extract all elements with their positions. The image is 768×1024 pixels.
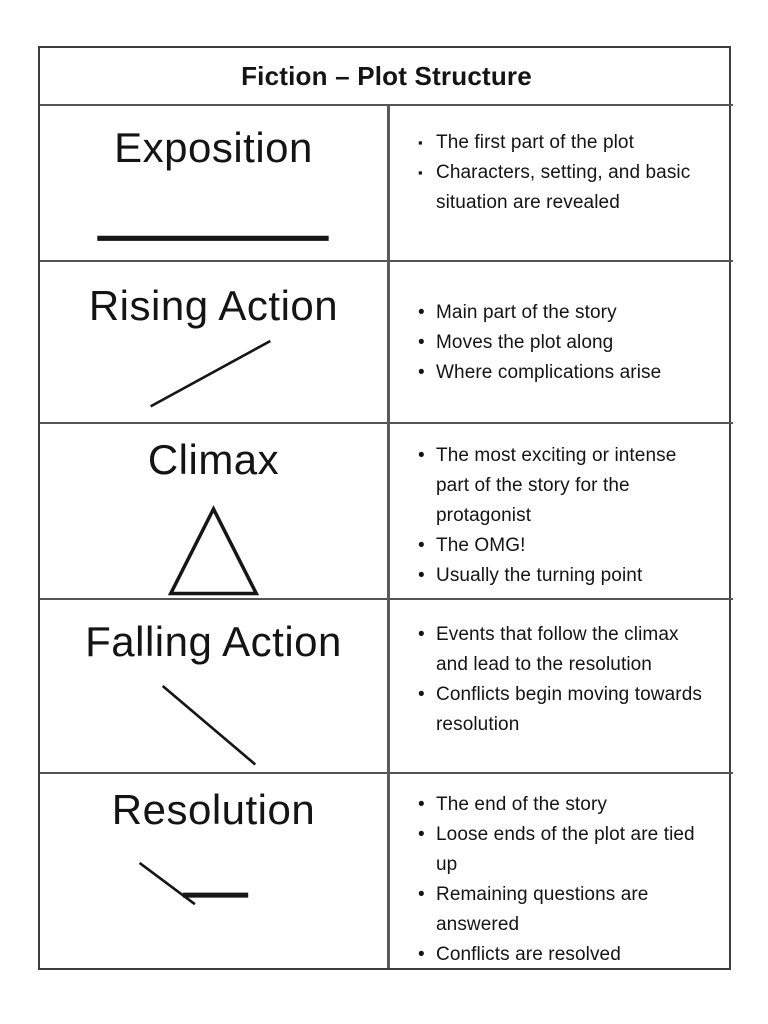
table-header-row: Fiction – Plot Structure — [40, 48, 733, 104]
list-item: • Loose ends of the plot are tied up — [390, 820, 733, 880]
round-bullet-icon: • — [418, 684, 425, 705]
term-exposition: Exposition — [114, 124, 313, 171]
round-bullet-icon: • — [418, 302, 425, 323]
round-bullet-icon: • — [418, 794, 425, 815]
row-climax-term-cell: Climax — [40, 422, 387, 598]
resolution-bullet-list: • The end of the story • Loose ends of t… — [390, 774, 733, 970]
row-climax-notes-cell: • The most exciting or intense part of t… — [387, 422, 733, 598]
round-bullet-icon: • — [418, 332, 425, 353]
row-exposition-notes-cell: ▪ The first part of the plot ▪ Character… — [387, 104, 733, 260]
round-bullet-icon: • — [418, 535, 425, 556]
list-item: • Conflicts are resolved — [390, 940, 733, 970]
list-item: ▪ The first part of the plot — [390, 128, 733, 158]
list-item: • Usually the turning point — [390, 561, 733, 591]
row-falling-action-term-cell: Falling Action — [40, 598, 387, 772]
page-title: Fiction – Plot Structure — [241, 60, 532, 91]
square-bullet-icon: ▪ — [418, 165, 423, 180]
row-resolution-notes-cell: • The end of the story • Loose ends of t… — [387, 772, 733, 968]
list-item: • Events that follow the climax and lead… — [390, 620, 733, 680]
climax-bullet-list: • The most exciting or intense part of t… — [390, 424, 733, 591]
round-bullet-icon: • — [418, 445, 425, 466]
round-bullet-icon: • — [418, 624, 425, 645]
round-bullet-icon: • — [418, 944, 425, 965]
list-item: • The end of the story — [390, 790, 733, 820]
list-item: ▪ Characters, setting, and basic situati… — [390, 158, 733, 218]
row-rising-action-notes-cell: • Main part of the story • Moves the plo… — [387, 260, 733, 422]
plot-structure-table: Fiction – Plot Structure Exposition ▪ Th… — [38, 46, 733, 970]
list-item: • The OMG! — [390, 531, 733, 561]
term-rising-action: Rising Action — [88, 282, 339, 329]
rising-action-bullet-list: • Main part of the story • Moves the plo… — [390, 262, 733, 388]
round-bullet-icon: • — [418, 362, 425, 383]
list-item: • Conflicts begin moving towards resolut… — [390, 680, 733, 740]
falling-action-bullet-list: • Events that follow the climax and lead… — [390, 600, 733, 740]
row-rising-action-term-cell: Rising Action — [40, 260, 387, 422]
square-bullet-icon: ▪ — [418, 135, 423, 150]
list-item: • The most exciting or intense part of t… — [390, 441, 733, 531]
list-item: • Where complications arise — [390, 358, 733, 388]
round-bullet-icon: • — [418, 824, 425, 845]
list-item: • Moves the plot along — [390, 328, 733, 358]
exposition-bullet-list: ▪ The first part of the plot ▪ Character… — [390, 106, 733, 218]
row-falling-action-notes-cell: • Events that follow the climax and lead… — [387, 598, 733, 772]
round-bullet-icon: • — [418, 565, 425, 586]
row-resolution-term-cell: Resolution — [40, 772, 387, 968]
term-resolution: Resolution — [111, 786, 316, 833]
row-exposition-term-cell: Exposition — [40, 104, 387, 260]
term-climax: Climax — [147, 436, 280, 483]
list-item: • Remaining questions are answered — [390, 880, 733, 940]
round-bullet-icon: • — [418, 884, 425, 905]
term-falling-action: Falling Action — [85, 618, 342, 665]
list-item: • Main part of the story — [390, 298, 733, 328]
